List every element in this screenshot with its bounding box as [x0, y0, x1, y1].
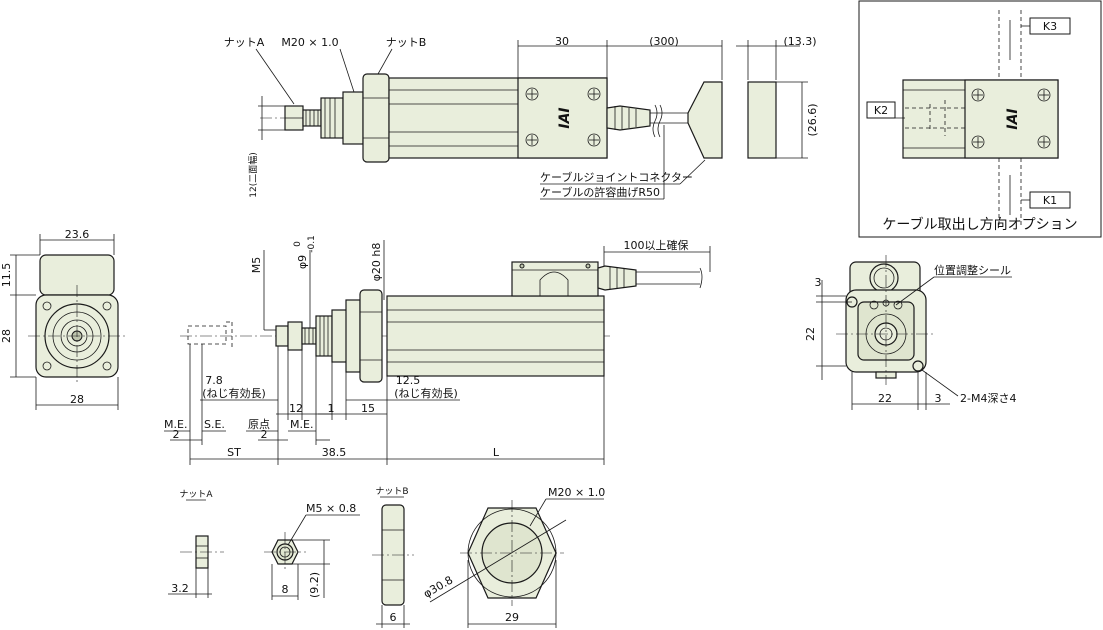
screw-icon: [587, 133, 601, 147]
rear-view-right: 3 22 22 3 位置調整シール 2-M4深さ4: [804, 255, 1016, 410]
nut-a-side: [287, 321, 303, 351]
phi9-tol-top: 0: [293, 241, 303, 247]
label-nut-b: ナットB: [386, 36, 427, 49]
label-thread-len-a: (ねじ有効長): [202, 386, 266, 400]
main-side-view: 100以上確保 M5 φ9 0 -0.1 φ20 h8 7.8 (ねじ有効長) …: [164, 235, 711, 465]
phi9-tol-bottom: -0.1: [307, 235, 317, 253]
label-phi20: φ20 h8: [370, 243, 383, 282]
dim-23-6: 23.6: [65, 228, 90, 241]
front-view-left: 23.6 28 11.5 28: [0, 228, 128, 410]
dim-28-width: 28: [70, 393, 84, 406]
dim-6: 6: [390, 611, 397, 624]
m4-hole-bottom: [912, 360, 924, 372]
dim-3-2: 3.2: [171, 582, 189, 595]
dim-22-vertical: 22: [804, 327, 817, 341]
dim-30: 30: [555, 35, 569, 48]
dim-st: ST: [227, 446, 241, 459]
dim-8: 8: [282, 583, 289, 596]
mount-thread-body: [342, 91, 364, 145]
screw-icon: [971, 135, 985, 149]
label-nut-a: ナットA: [224, 36, 265, 49]
dim-12: 12: [289, 402, 303, 415]
nut-b-detail: ナットB 6 M20 × 1.0 φ30.8 29: [372, 486, 605, 628]
nut-b-side: [362, 73, 390, 163]
connector-top: [511, 261, 599, 297]
label-k2: K2: [874, 104, 888, 117]
label-thread-len-b: (ねじ有効長): [394, 386, 458, 400]
rod-collar: [320, 97, 344, 139]
dim-3-top: 3: [815, 276, 822, 289]
label-k1: K1: [1043, 194, 1057, 207]
actuator-body-main: [386, 295, 605, 377]
label-nut-a-bottom: ナットA: [179, 489, 213, 500]
screw-icon: [525, 87, 539, 101]
iai-logo: IAI: [557, 107, 573, 128]
nut-b-main: [359, 289, 383, 383]
flange-step: [345, 299, 361, 373]
dim-26-6: (26.6): [806, 103, 819, 136]
screw-icon: [525, 133, 539, 147]
dim-22-horizontal: 22: [878, 392, 892, 405]
dim-phi30-8: φ30.8: [421, 573, 455, 600]
cable-boot: [606, 105, 651, 131]
label-nut-b-bottom: ナットB: [375, 486, 408, 497]
screw-icon: [1037, 135, 1051, 149]
dim-15: 15: [361, 402, 375, 415]
dim-100-min: 100以上確保: [624, 238, 689, 252]
rod-end: [275, 325, 289, 347]
label-cable-joint: ケーブルジョイントコネクター: [540, 170, 693, 184]
label-phi9: φ9: [296, 255, 309, 269]
dim-2-left: 2: [173, 428, 180, 441]
label-position-seal: 位置調整シール: [934, 263, 1011, 277]
option-title: ケーブル取出し方向オプション: [882, 216, 1077, 233]
top-view: IAI 30 (300) (13.3) (26.6) ナットA: [224, 35, 819, 200]
dim-7-8: 7.8: [205, 374, 223, 387]
option-iai-logo: IAI: [1005, 108, 1021, 129]
dim-9-2: (9.2): [308, 572, 321, 598]
dim-28-height: 28: [0, 329, 13, 343]
label-cable-bend: ケーブルの許容曲げR50: [540, 185, 660, 199]
dim-300: (300): [649, 35, 679, 48]
connector-end-block: [747, 81, 777, 159]
dim-l: L: [493, 446, 500, 459]
dim-11-5: 11.5: [0, 263, 13, 288]
label-m5: M5: [250, 257, 263, 274]
label-me-right: M.E.: [290, 418, 313, 431]
dim-1: 1: [328, 402, 335, 415]
label-m4: 2-M4深さ4: [960, 392, 1016, 405]
dim-38-5: 38.5: [322, 446, 347, 459]
dim-2-mid: 2: [261, 428, 268, 441]
label-me-left: M.E.: [164, 418, 187, 431]
connector-plate: [517, 77, 608, 159]
label-se: S.E.: [204, 418, 225, 431]
option-connector-plate: [964, 79, 1059, 159]
dim-13-3: (13.3): [783, 35, 816, 48]
label-k3: K3: [1043, 20, 1057, 33]
k2-box: [866, 101, 896, 119]
label-origin: 原点: [248, 418, 270, 431]
nut-a-detail: ナットA 3.2 M5 × 0.8 (9.2) 8: [168, 489, 360, 600]
screw-icon: [587, 87, 601, 101]
label-m20-bottom: M20 × 1.0: [548, 486, 605, 499]
dim-3-right: 3: [935, 392, 942, 405]
screw-icon: [971, 88, 985, 102]
cable-option-inset: IAI K3 K2 K1 ケーブル取出し方向オプション: [858, 0, 1102, 238]
dim-12-across-flats: 12(二面幅): [247, 152, 259, 197]
dim-29: 29: [505, 611, 519, 624]
screw-icon: [1037, 88, 1051, 102]
dim-12-5: 12.5: [396, 374, 421, 387]
label-m20: M20 × 1.0: [281, 36, 338, 49]
label-m5x08: M5 × 0.8: [306, 502, 356, 515]
cable-joint-connector: [687, 81, 723, 159]
